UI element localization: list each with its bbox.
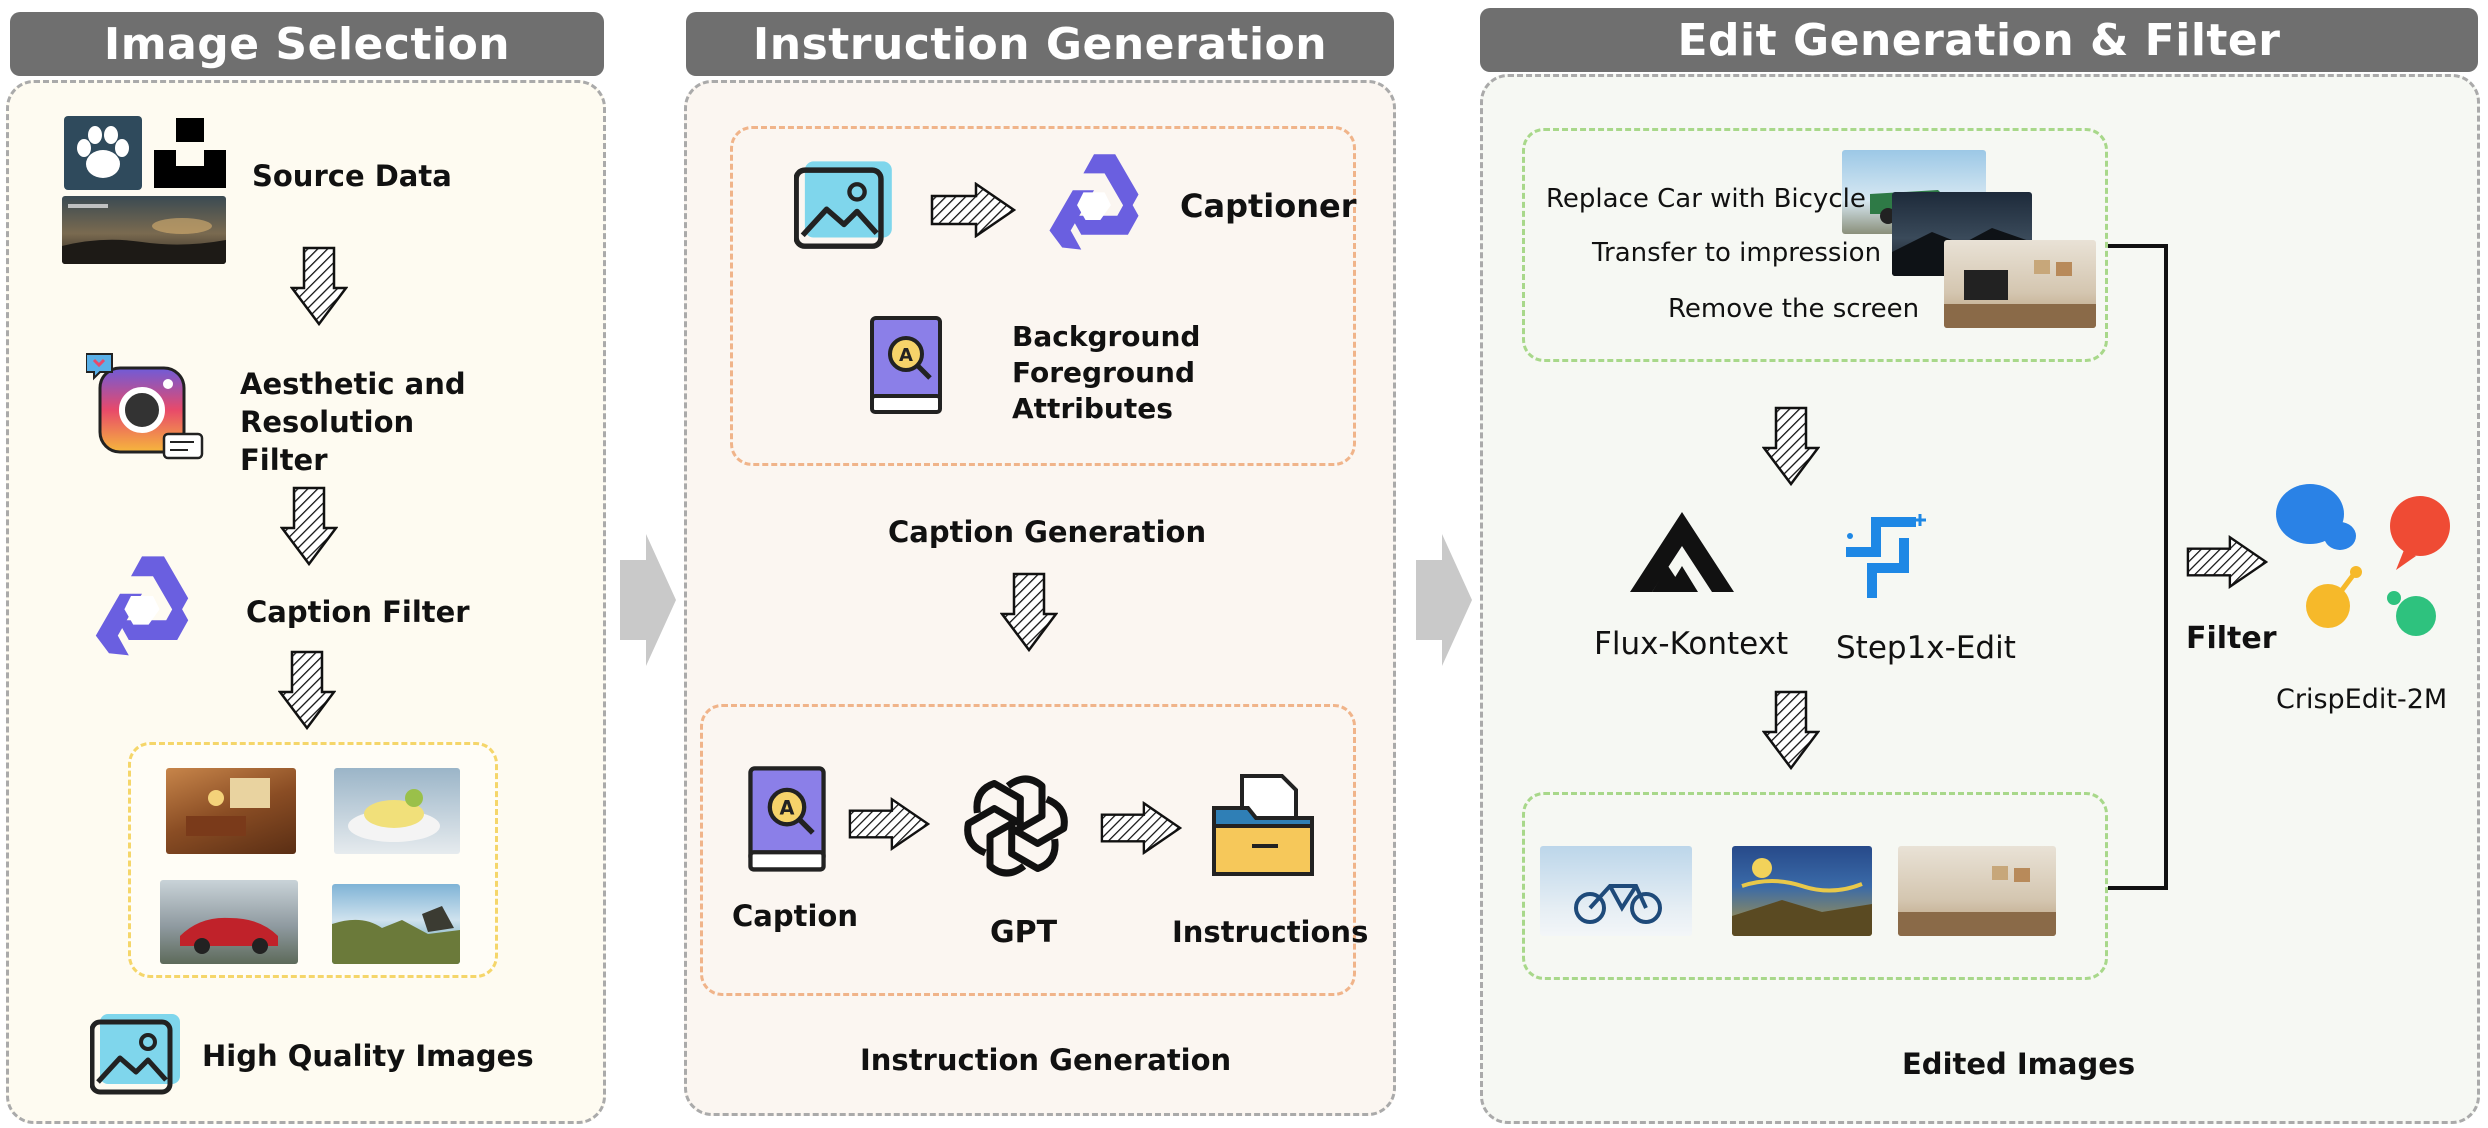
attr-background-label: Background [1012, 320, 1201, 353]
book-search-icon: A [744, 766, 830, 874]
edited-images-box [1522, 792, 2108, 980]
flux-kontext-label: Flux-Kontext [1594, 626, 1789, 662]
gpt-box [700, 704, 1356, 996]
header-instruction-generation-text: Instruction Generation [752, 18, 1328, 70]
hatched-arrow-icon [1100, 800, 1182, 856]
photo-wooden-interior [166, 768, 296, 854]
filter-connector-lines [2108, 244, 2168, 890]
caption-label: Caption [732, 899, 858, 933]
instruction-remove-screen: Remove the screen [1668, 294, 1920, 324]
svg-text:A: A [780, 797, 795, 820]
instruction-transfer-impression: Transfer to impression [1592, 238, 1882, 268]
photo-red-car [160, 880, 298, 964]
instagram-camera-icon [86, 352, 204, 462]
edit-instructions-box [1522, 128, 2108, 362]
header-edit-generation-text: Edit Generation & Filter [1677, 14, 2281, 66]
photo-edited-impression [1732, 846, 1872, 936]
header-image-selection: Image Selection [10, 12, 604, 76]
step1x-edit-label: Step1x-Edit [1836, 630, 2016, 666]
edited-images-label: Edited Images [1902, 1047, 2136, 1081]
source-data-label: Source Data [252, 159, 452, 193]
hatched-arrow-icon [848, 796, 930, 852]
qwen-logo-icon [1040, 150, 1148, 256]
gpt-label: GPT [990, 915, 1058, 950]
folder-document-icon [1212, 774, 1316, 880]
book-search-icon: A [866, 316, 946, 416]
photo-edited-room [1898, 846, 2056, 936]
paw-logo-icon [64, 116, 142, 190]
hatched-arrow-icon [1762, 406, 1820, 486]
unsplash-logo-icon [154, 118, 226, 188]
hatched-arrow-icon [930, 182, 1016, 238]
attr-attributes-label: Attributes [1012, 392, 1173, 425]
hatched-arrow-icon [278, 650, 336, 730]
photo-lemon-dessert [334, 768, 460, 854]
instructions-label: Instructions [1172, 915, 1369, 949]
gray-chevron-arrow-icon [1412, 530, 1474, 670]
flux-logo-icon [1624, 508, 1740, 596]
hatched-arrow-icon [1762, 690, 1820, 770]
crispedit-2m-label: CrispEdit-2M [2276, 684, 2448, 715]
instruction-replace-car: Replace Car with Bicycle [1546, 184, 1866, 214]
header-image-selection-text: Image Selection [103, 18, 511, 70]
crispedit-logo-icon [2270, 480, 2462, 650]
hatched-arrow-icon [2186, 534, 2268, 590]
photo-edited-bicycle [1540, 846, 1692, 936]
hatched-arrow-icon [290, 246, 348, 326]
attr-foreground-label: Foreground [1012, 356, 1196, 389]
captioner-box [730, 126, 1356, 466]
openai-logo-icon [954, 764, 1078, 888]
image-icon [794, 160, 894, 252]
caption-filter-label: Caption Filter [246, 595, 470, 629]
photo-screen-room [1944, 240, 2096, 328]
journeydb-thumbnail [62, 196, 226, 264]
header-instruction-generation: Instruction Generation [686, 12, 1394, 76]
aesthetic-filter-label-line2: Resolution [240, 405, 415, 439]
filter-label: Filter [2186, 621, 2277, 656]
aesthetic-filter-label-line1: Aesthetic and [240, 367, 466, 401]
photo-coastal-cliff [332, 884, 460, 964]
captioner-label: Captioner [1180, 187, 1357, 225]
high-quality-images-label: High Quality Images [202, 1039, 534, 1073]
header-edit-generation: Edit Generation & Filter [1480, 8, 2478, 72]
svg-text:A: A [899, 345, 913, 366]
stepfun-logo-icon [1842, 512, 1932, 602]
aesthetic-filter-label-line3: Filter [240, 443, 328, 477]
caption-generation-label: Caption Generation [888, 515, 1207, 549]
image-icon [90, 1014, 182, 1096]
hatched-arrow-icon [280, 486, 338, 566]
instruction-generation-section-label: Instruction Generation [860, 1043, 1232, 1077]
gray-chevron-arrow-icon [616, 530, 678, 670]
hatched-arrow-icon [1000, 572, 1058, 652]
qwen-logo-icon [86, 552, 198, 662]
